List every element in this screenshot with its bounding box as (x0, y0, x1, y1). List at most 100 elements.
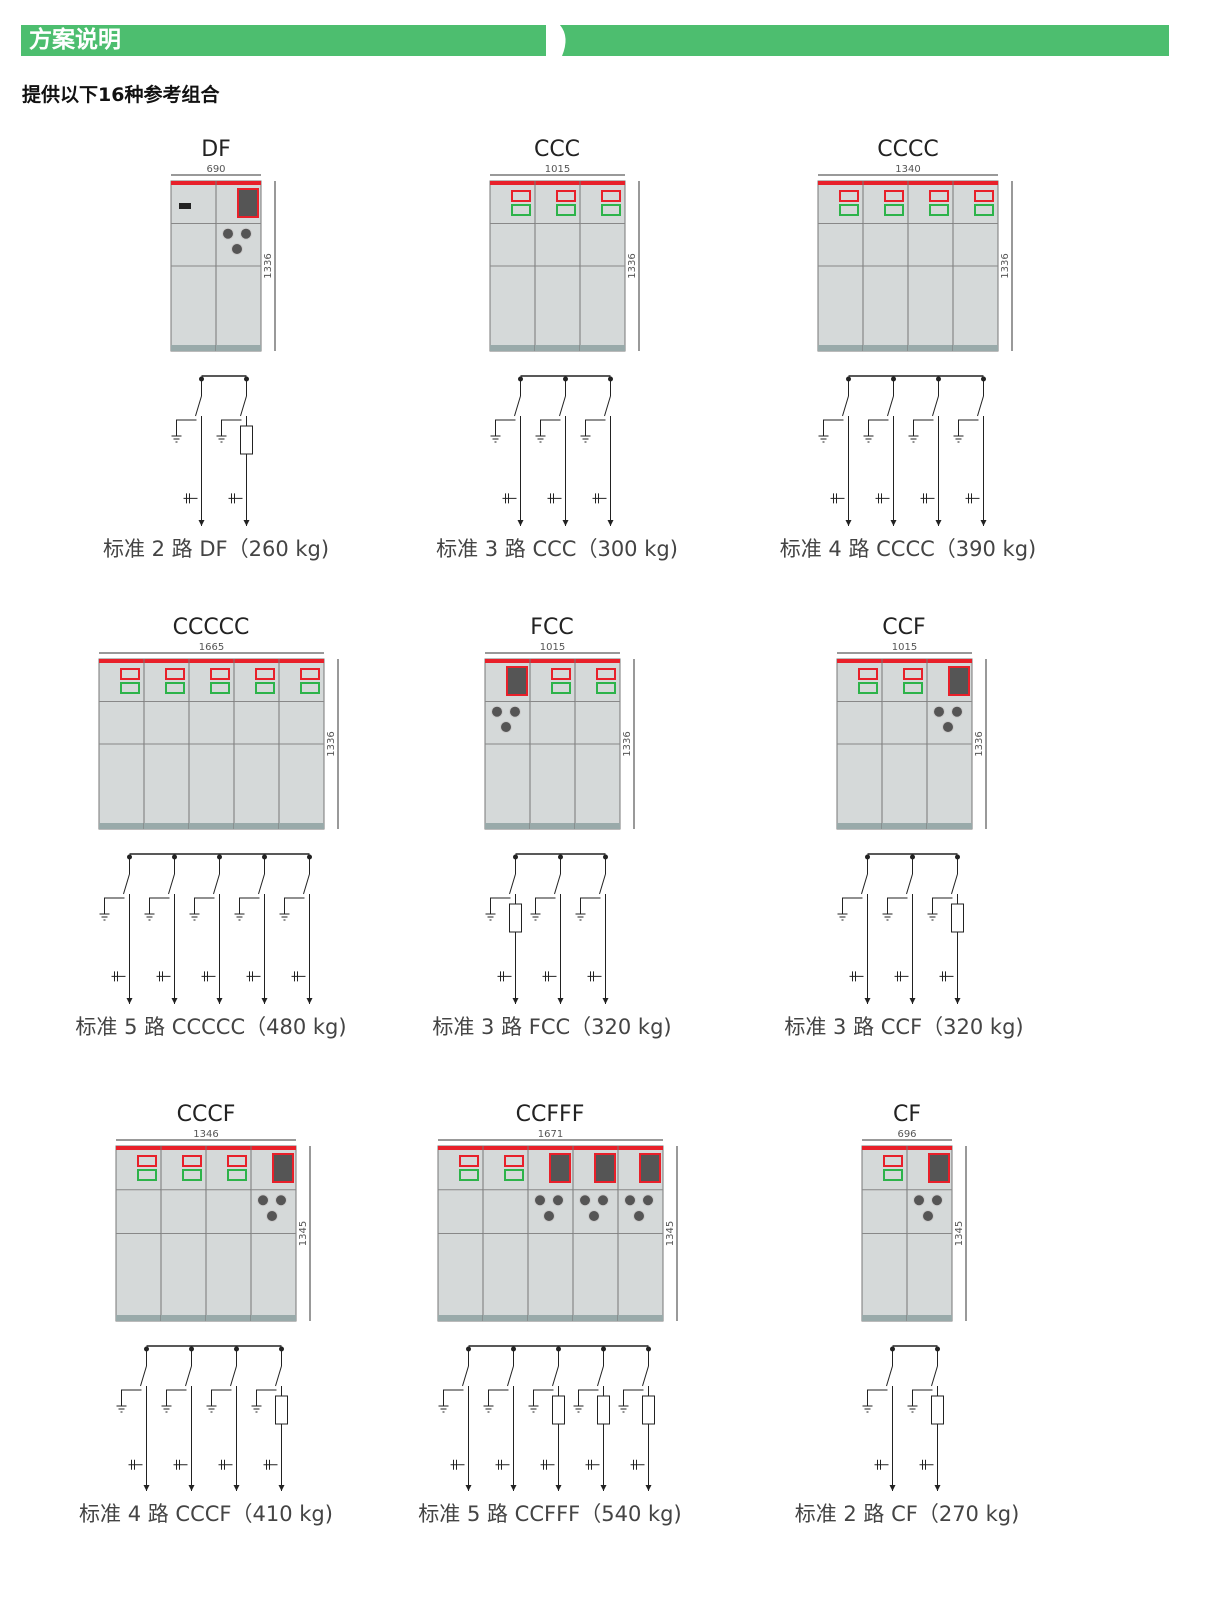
capacitor-symbol (246, 971, 260, 982)
panel-base (482, 1315, 528, 1321)
capacitor-symbol (939, 971, 953, 982)
fuse-cover-icon (596, 1194, 609, 1207)
scheme-caption: 标准 2 路 DF（260 kg) (102, 537, 330, 561)
panel-base (881, 823, 927, 829)
fuse-mechanism (928, 1153, 950, 1183)
height-label: 1336 (263, 253, 274, 278)
earth-indicator (555, 204, 576, 216)
capacitor-symbol (495, 1459, 509, 1470)
panel-base (116, 1315, 161, 1321)
panel-base (818, 345, 863, 351)
fuse-cover-icon (490, 705, 503, 718)
earth-switch-symbol (279, 897, 304, 921)
scheme-title-row: CCCC (748, 137, 1068, 163)
fuse-mechanism (638, 1153, 661, 1183)
earth-switch-symbol (438, 1389, 463, 1413)
height-label: 1336 (627, 253, 638, 278)
fuse-cover-icon (508, 705, 521, 718)
panel-base (617, 1315, 663, 1321)
capacitor-symbol (218, 1459, 233, 1470)
switch-blade (230, 1365, 237, 1387)
cable-end-arrow (188, 1485, 195, 1491)
scheme-title: CCF (882, 615, 926, 640)
switch-indicator (254, 668, 275, 680)
fuse-cover-icon (950, 705, 963, 718)
panel-base (143, 823, 189, 829)
scheme-title-row: CCFFF (390, 1102, 710, 1128)
earth-switch-symbol (580, 419, 605, 443)
earth-indicator (595, 682, 616, 694)
switch-blade (932, 395, 939, 417)
cable-end-arrow (602, 998, 608, 1004)
scheme-title-row: FCC (392, 615, 712, 641)
switch-blade (257, 873, 265, 895)
earth-switch-symbol (144, 897, 169, 921)
fuse-cover-icon (913, 1194, 925, 1207)
earth-switch-symbol (908, 419, 934, 443)
capacitor-symbol (540, 1459, 554, 1470)
earth-switch-symbol (483, 1389, 508, 1413)
capacitor-symbol (630, 1459, 644, 1470)
fuse-symbol (275, 1395, 288, 1425)
earth-indicator (510, 204, 531, 216)
fuse-cover-icon (578, 1194, 591, 1207)
switch-blade (558, 395, 566, 417)
earth-switch-symbol (490, 419, 515, 443)
cabinet-top-bar (836, 659, 972, 663)
earth-indicator (137, 1169, 157, 1181)
switch-blade (641, 1365, 649, 1387)
cable-end-arrow (607, 520, 613, 526)
scheme-drawing: 1015 1336 (489, 164, 639, 526)
panel-base (527, 1315, 573, 1321)
cable-end-arrow (935, 520, 942, 526)
switch-blade (461, 1365, 469, 1387)
capacitor-symbol (263, 1459, 278, 1470)
switch-blade (931, 1365, 938, 1387)
scheme-caption: 标准 3 路 CCF（320 kg) (784, 1015, 1024, 1039)
fuse-cover-icon (257, 1194, 269, 1207)
scheme-title: CCCCC (172, 615, 250, 640)
panel-base (574, 823, 620, 829)
cable-end-arrow (143, 1485, 150, 1491)
switch-blade (513, 395, 521, 417)
fuse-symbol (551, 1395, 565, 1425)
cable-end-arrow (645, 1485, 651, 1491)
height-label: 1345 (298, 1221, 309, 1246)
cable-end-arrow (126, 998, 132, 1004)
fuse-symbol (596, 1395, 610, 1425)
width-label: 1015 (891, 642, 916, 653)
earth-switch-symbol (116, 1389, 142, 1413)
panel-base (926, 823, 972, 829)
switch-blade (596, 1365, 604, 1387)
cable-end-arrow (555, 1485, 561, 1491)
earth-switch-symbol (882, 897, 907, 921)
fuse-mechanism (272, 1153, 294, 1183)
capacitor-symbol (919, 1459, 934, 1470)
fuse-cover-icon (266, 1210, 278, 1222)
scheme-caption: 标准 3 路 FCC（320 kg) (432, 1015, 672, 1039)
switch-indicator (137, 1155, 157, 1167)
panel-base (863, 345, 908, 351)
switch-blade (167, 873, 175, 895)
earth-switch-symbol (818, 419, 844, 443)
width-label: 1015 (544, 164, 569, 175)
earth-switch-symbol (618, 1389, 643, 1413)
panel-base (437, 1315, 483, 1321)
cable-end-arrow (562, 520, 568, 526)
capacitor-symbol (830, 493, 845, 504)
fuse-cover-icon (941, 721, 954, 733)
panel-base (529, 823, 575, 829)
cable-end-arrow (934, 1485, 941, 1491)
fuse-symbol (641, 1395, 655, 1425)
capacitor-symbol (497, 971, 511, 982)
panel-base (278, 823, 324, 829)
earth-switch-symbol (528, 1389, 553, 1413)
